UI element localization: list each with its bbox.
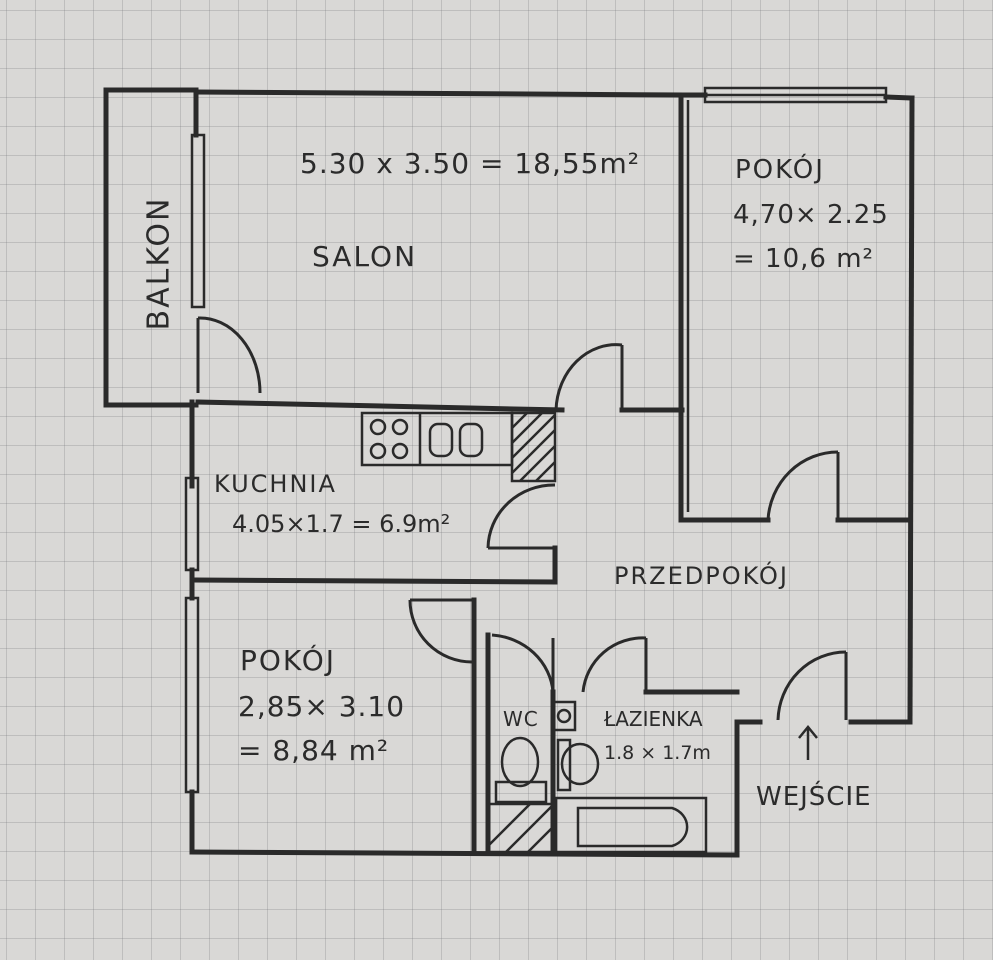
kuchnia-name-label: KUCHNIA xyxy=(214,470,337,498)
wc-room xyxy=(485,632,577,855)
right-room-name-label: POKÓJ xyxy=(735,155,825,185)
lazienka-dims-label: 1.8 × 1.7m xyxy=(604,742,711,764)
left-room-door xyxy=(408,597,477,855)
wc-label: WC xyxy=(503,707,539,731)
lazienka-name-label: ŁAZIENKA xyxy=(604,707,703,731)
balcony-door xyxy=(195,316,565,413)
entrance-door xyxy=(776,650,848,721)
right-room-walls xyxy=(678,92,913,523)
windows xyxy=(184,86,888,794)
przedpokoj-label: PRZEDPOKÓJ xyxy=(614,562,789,590)
kuchnia-area-label: 4.05×1.7 = 6.9m² xyxy=(232,510,451,538)
right-room-area-label: = 10,6 m² xyxy=(733,244,874,274)
balkon-label: BALKON xyxy=(141,196,177,331)
kitchen-counter xyxy=(360,411,557,483)
left-room-area-label: = 8,84 m² xyxy=(238,734,390,767)
salon-name-label: SALON xyxy=(312,240,418,273)
kitchen-door xyxy=(192,483,558,585)
up-arrow-icon xyxy=(798,725,818,760)
salon-kitchen-walls xyxy=(554,343,685,413)
left-room-name-label: POKÓJ xyxy=(240,644,337,677)
bathroom-room xyxy=(554,636,740,854)
left-room-dims-label: 2,85× 3.10 xyxy=(238,690,406,723)
salon-area-label: 5.30 x 3.50 = 18,55m² xyxy=(300,147,640,180)
balcony-outline xyxy=(103,87,199,408)
right-room-dims-label: 4,70× 2.25 xyxy=(733,200,889,230)
entrance-label: WEJŚCIE xyxy=(756,782,872,812)
outer-walls xyxy=(189,89,915,858)
